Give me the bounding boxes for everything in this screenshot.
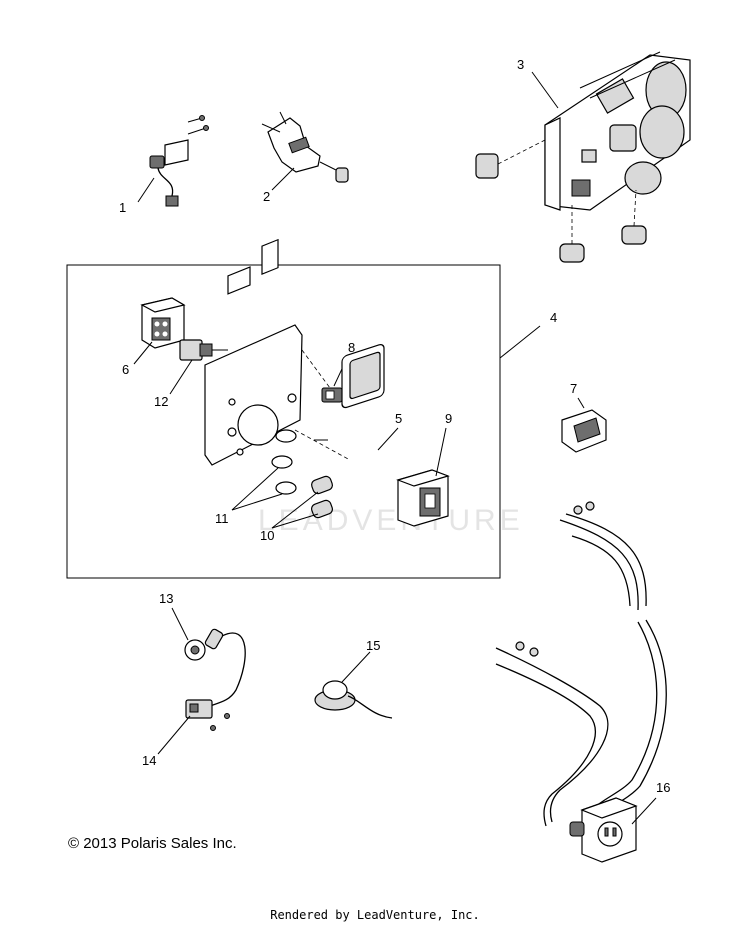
callout-1: 1	[119, 200, 126, 215]
part-14-socket	[157, 632, 246, 755]
callout-10: 10	[260, 528, 274, 543]
callout-13: 13	[159, 591, 173, 606]
part-8-rocker-switch	[321, 355, 349, 403]
rendered-by-footer: Rendered by LeadVenture, Inc.	[270, 908, 480, 922]
callout-4: 4	[550, 310, 557, 325]
part-6-outlet-box	[133, 297, 186, 365]
watermark-text: LEADVENTURE	[258, 504, 524, 537]
callout-14: 14	[142, 753, 156, 768]
part-5-hour-meter	[341, 343, 399, 451]
part-11-clips	[231, 429, 297, 511]
part-1-switch	[137, 115, 209, 207]
callout-2: 2	[263, 189, 270, 204]
callout-6: 6	[122, 362, 129, 377]
part-7-bracket	[561, 397, 607, 453]
callout-8: 8	[348, 340, 355, 355]
part-10-breakers	[271, 439, 333, 529]
part-4-panel-assembly-frame	[66, 264, 541, 579]
part-13-lamp	[171, 607, 224, 661]
callout-5: 5	[395, 411, 402, 426]
callout-16: 16	[656, 780, 670, 795]
part-12-toggle-switch	[169, 339, 228, 395]
callout-9: 9	[445, 411, 452, 426]
part-9-receptacle-box	[396, 427, 450, 527]
part-2-sensor	[261, 111, 349, 191]
callout-3: 3	[517, 57, 524, 72]
part-3-control-box	[475, 51, 691, 263]
callout-12: 12	[154, 394, 168, 409]
callout-7: 7	[570, 381, 577, 396]
callout-11: 11	[215, 511, 229, 526]
part-16-harness	[495, 501, 667, 863]
control-panel-plate	[204, 238, 351, 466]
callout-15: 15	[366, 638, 380, 653]
copyright-notice: © 2013 Polaris Sales Inc.	[68, 835, 237, 852]
part-15-sensor	[314, 651, 393, 719]
